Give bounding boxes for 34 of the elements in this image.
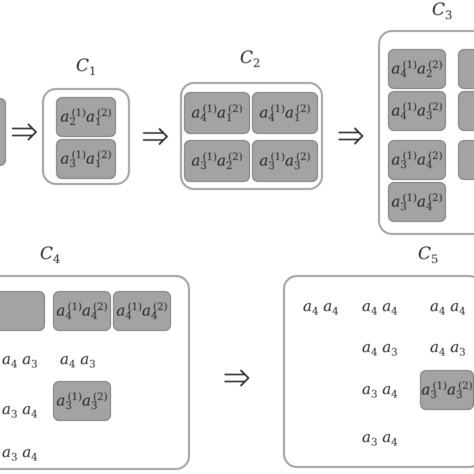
- set-label: C$_{3}$: [432, 2, 452, 22]
- term-box: [53, 381, 111, 421]
- term-box: [388, 140, 446, 180]
- set-label: C$_{5}$: [418, 246, 438, 266]
- double-arrow: [11, 123, 38, 141]
- double-arrow: [224, 369, 250, 387]
- term-pair: a$_{4}$ a$_{3}$: [430, 340, 466, 359]
- term-box: [388, 49, 446, 89]
- term-box: [184, 92, 250, 134]
- term-box: [388, 182, 446, 222]
- term-box: [56, 139, 116, 179]
- term-pair: a$_{4}$ a$_{4}$: [430, 299, 466, 318]
- term-box: [184, 140, 250, 182]
- term-pair: a$_{3}$ a$_{4}$: [362, 430, 398, 449]
- set-label: C$_{1}$: [76, 58, 96, 78]
- term-box: [53, 291, 111, 331]
- set-label: C$_{2}$: [240, 50, 260, 70]
- double-arrow: [338, 127, 364, 145]
- term-box: [252, 92, 318, 134]
- term-pair: a$_{3}$ a$_{4}$: [2, 445, 38, 464]
- double-arrow: [142, 128, 168, 146]
- term-box: [252, 140, 318, 182]
- term-pair: a$_{4}$ a$_{3}$: [362, 340, 398, 359]
- term-box: [56, 97, 116, 137]
- term-box: [113, 291, 171, 331]
- term-pair: a$_{4}$ a$_{3}$: [2, 352, 38, 371]
- term-pair: a$_{3}$ a$_{4}$: [2, 402, 38, 421]
- term-pair: a$_{4}$ a$_{4}$: [303, 299, 339, 318]
- term-box: [420, 370, 474, 410]
- term-pair: a$_{3}$ a$_{4}$: [362, 382, 398, 401]
- term-box: [388, 91, 446, 131]
- term-pair: a$_{4}$ a$_{4}$: [362, 299, 398, 318]
- set-label: C$_{4}$: [40, 246, 60, 266]
- term-pair: a$_{4}$ a$_{3}$: [60, 352, 96, 371]
